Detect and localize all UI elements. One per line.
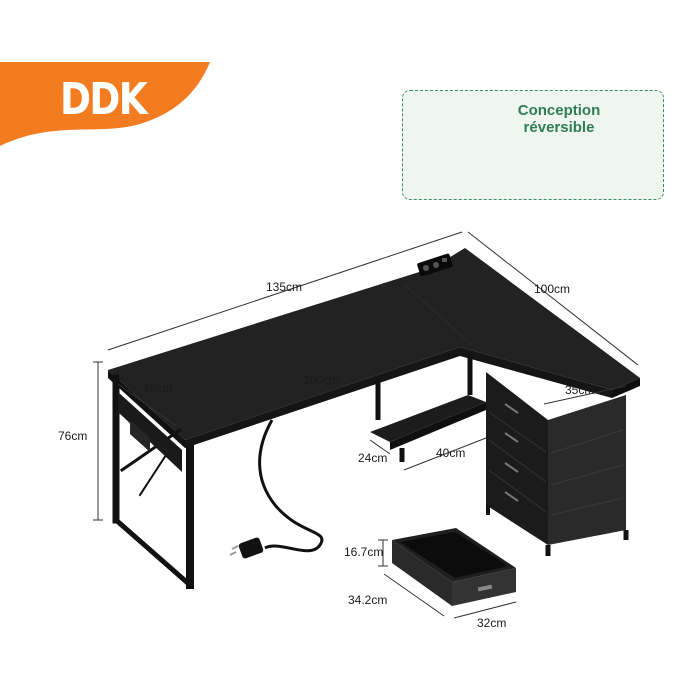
side-storage-bag [118, 392, 182, 472]
reversible-title: Conception réversible [505, 102, 613, 136]
dim-shelf-width: 40cm [436, 446, 466, 460]
dim-drawer-height: 16.7cm [344, 545, 384, 559]
reversible-line-2: réversible [523, 119, 595, 136]
dim-shelf-depth: 24cm [358, 451, 388, 465]
desk-top [108, 248, 640, 448]
dim-cabinet-depth: 35cm [565, 383, 595, 397]
brand-logo: DDK [60, 74, 148, 125]
under-desk-shelf [370, 355, 486, 462]
removable-drawer [392, 528, 516, 606]
dim-width-back: 135cm [266, 280, 303, 294]
power-outlet-icon [417, 253, 453, 277]
reversible-design-box [402, 90, 664, 200]
dim-desk-front: 100cm [303, 373, 340, 387]
power-cable [258, 419, 324, 553]
reversible-line-1: Conception [517, 102, 601, 119]
dim-width-side: 100cm [534, 282, 571, 296]
dimension-lines [93, 231, 639, 619]
left-frame [112, 374, 194, 589]
dim-drawer-width: 32cm [477, 616, 507, 630]
dim-depth-left: 48cm [143, 381, 173, 395]
brand-banner [0, 62, 210, 146]
dim-drawer-depth: 34.2cm [348, 593, 388, 607]
plug-icon [229, 537, 264, 559]
dim-height: 76cm [58, 429, 88, 443]
drawer-cabinet [486, 372, 629, 556]
